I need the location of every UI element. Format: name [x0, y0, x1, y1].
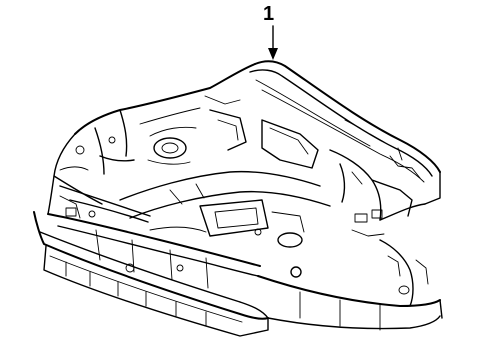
right-frame-rail [257, 239, 443, 331]
engine-bay-floor [119, 170, 331, 248]
left-frame-rail [53, 175, 103, 219]
cowl-panel [249, 60, 441, 205]
bumper-reinforcement [33, 211, 269, 337]
left-apron [47, 63, 256, 215]
callout-leader-arrow [268, 25, 278, 60]
callout-label-1: 1 [263, 3, 275, 25]
right-apron [261, 119, 426, 237]
radiator-support [47, 185, 302, 289]
